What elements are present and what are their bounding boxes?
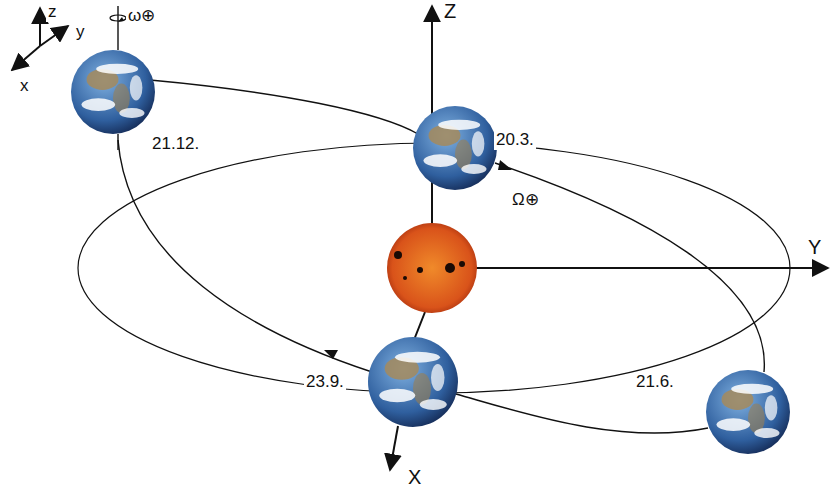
axis-label: y [74, 22, 87, 42]
axis-label: Y [806, 236, 823, 258]
date-label: 20.3. [494, 130, 536, 150]
axis-label: X [406, 466, 423, 488]
axis-label: x [18, 76, 31, 96]
orbit-rate-label: Ω⊕ [510, 190, 541, 210]
date-label: 23.9. [304, 372, 346, 392]
date-label: 21.6. [634, 372, 676, 392]
axis-label: z [46, 2, 59, 22]
rotation-label: ω⊕ [126, 6, 157, 26]
date-label: 21.12. [150, 134, 201, 154]
axis-label: Z [442, 0, 458, 22]
